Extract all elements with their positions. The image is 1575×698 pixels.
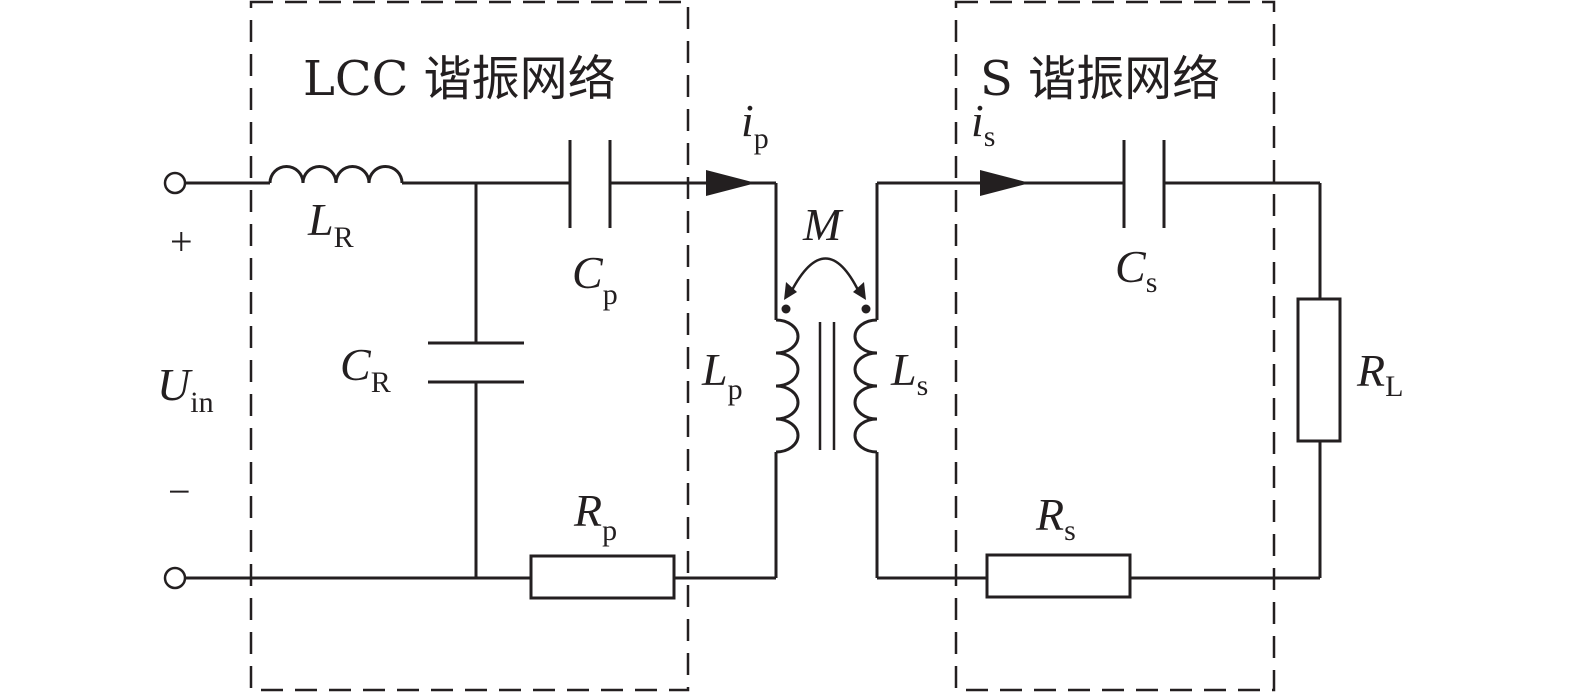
current-is-arrow — [980, 170, 1030, 196]
label-Cs: Cs — [1115, 241, 1157, 299]
source-plus-label: + — [170, 219, 193, 264]
s-region-title: S 谐振网络 — [980, 51, 1220, 107]
resistor-Rs — [985, 553, 1132, 599]
lcc-region-title: LCC 谐振网络 — [303, 51, 616, 107]
source-voltage-label: Uin — [157, 359, 214, 419]
label-CR: CR — [340, 339, 391, 399]
label-ip: ip — [741, 95, 769, 155]
source-minus-label: − — [168, 469, 191, 514]
label-Cp: Cp — [572, 247, 618, 311]
input-terminal-top — [163, 171, 187, 195]
mutual-inductance-arc — [789, 257, 861, 293]
label-Rs: Rs — [1035, 489, 1076, 547]
label-Rp: Rp — [573, 485, 617, 547]
inductor-Lp — [775, 318, 800, 454]
input-terminal-bottom — [163, 566, 187, 590]
resistor-RL — [1296, 297, 1342, 443]
label-Ls: Ls — [890, 344, 928, 402]
polarity-dot-primary — [781, 304, 791, 314]
resistor-Rp — [529, 554, 676, 600]
label-is: is — [971, 95, 995, 153]
label-Lp: Lp — [701, 344, 743, 406]
label-LR: LR — [307, 194, 354, 254]
mutual-arrow-left — [784, 282, 797, 300]
inductor-LR — [268, 165, 404, 184]
mutual-arrow-right — [853, 282, 866, 300]
lcc-region-box — [249, 0, 690, 692]
inductor-Ls — [853, 318, 878, 454]
polarity-dot-secondary — [861, 304, 871, 314]
label-M: M — [802, 199, 844, 250]
current-ip-arrow — [706, 170, 756, 196]
label-RL: RL — [1356, 345, 1403, 403]
s-region-box — [954, 0, 1276, 692]
